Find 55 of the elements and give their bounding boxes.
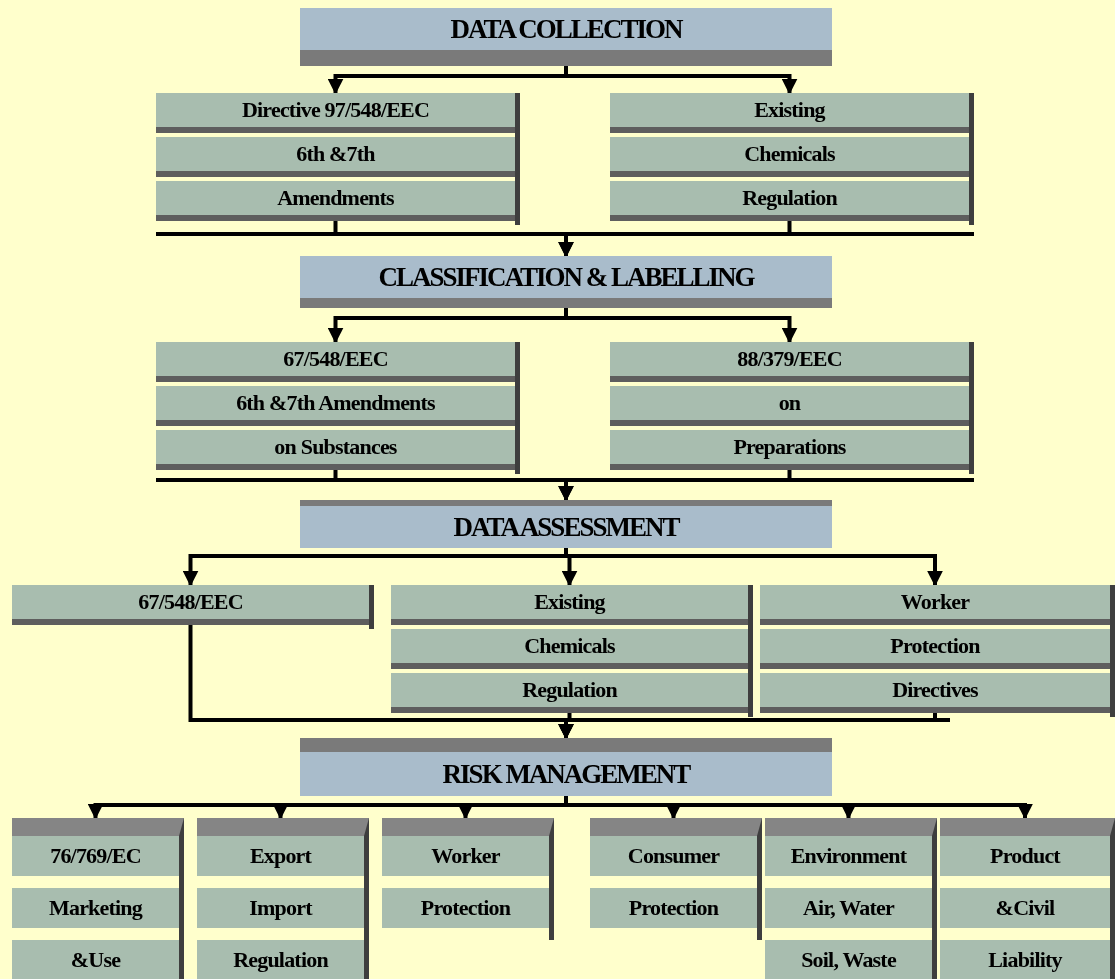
text-slab: 88/379/EEC xyxy=(610,342,969,382)
bus-line xyxy=(156,478,974,482)
text-slab: &Use xyxy=(12,940,179,979)
text-slab: Protection xyxy=(590,888,757,928)
text-slab: Directive 97/548/EEC xyxy=(156,93,515,133)
text-slab: Regulation xyxy=(197,940,364,979)
arrow xyxy=(564,66,798,95)
text-slab: 67/548/EEC xyxy=(156,342,515,382)
slab-stack xyxy=(156,93,520,225)
text-slab: Existing xyxy=(610,93,969,133)
text-slab: Amendments xyxy=(156,181,515,221)
text-slab: Existing xyxy=(391,585,748,625)
bus-line xyxy=(156,232,974,236)
slab-stack xyxy=(760,585,1115,717)
stage-header: CLASSIFICATION & LABELLING xyxy=(300,256,832,308)
text-slab: Worker xyxy=(760,585,1110,625)
text-slab: Protection xyxy=(382,888,549,928)
text-slab: on xyxy=(610,386,969,426)
text-slab: Regulation xyxy=(610,181,969,221)
text-slab: Liability xyxy=(940,940,1110,979)
text-slab: 76/769/EC xyxy=(12,836,179,876)
slab-stack xyxy=(590,818,762,940)
slab-stack xyxy=(940,818,1115,979)
slab-stack xyxy=(156,342,520,474)
text-slab: Chemicals xyxy=(610,137,969,177)
slab-stack xyxy=(197,818,369,979)
text-slab: 67/548/EEC xyxy=(12,585,369,625)
text-slab: Marketing xyxy=(12,888,179,928)
text-slab: Import xyxy=(197,888,364,928)
slab-stack xyxy=(382,818,554,940)
stage-header: DATA ASSESSMENT xyxy=(300,500,832,548)
text-slab: &Civil xyxy=(940,888,1110,928)
slab-stack xyxy=(12,818,184,979)
text-slab: Product xyxy=(940,836,1110,876)
slab-stack xyxy=(391,585,753,717)
text-slab: Chemicals xyxy=(391,629,748,669)
text-slab: Environment xyxy=(765,836,932,876)
text-slab: Export xyxy=(197,836,364,876)
text-slab: Protection xyxy=(760,629,1110,669)
text-slab: Worker xyxy=(382,836,549,876)
text-slab: Directives xyxy=(760,673,1110,713)
text-slab: 6th &7th Amendments xyxy=(156,386,515,426)
stage-header: DATA COLLECTION xyxy=(300,8,832,66)
text-slab: Soil, Waste xyxy=(765,940,932,979)
slab-stack xyxy=(765,818,937,979)
text-slab: 6th &7th xyxy=(156,137,515,177)
text-slab: on Substances xyxy=(156,430,515,470)
slab-stack xyxy=(610,342,974,474)
text-slab: Consumer xyxy=(590,836,757,876)
slab-stack xyxy=(610,93,974,225)
arrow xyxy=(564,308,798,344)
text-slab: Preparations xyxy=(610,430,969,470)
text-slab: Regulation xyxy=(391,673,748,713)
text-slab: Air, Water xyxy=(765,888,932,928)
stage-header: RISK MANAGEMENT xyxy=(300,738,832,796)
